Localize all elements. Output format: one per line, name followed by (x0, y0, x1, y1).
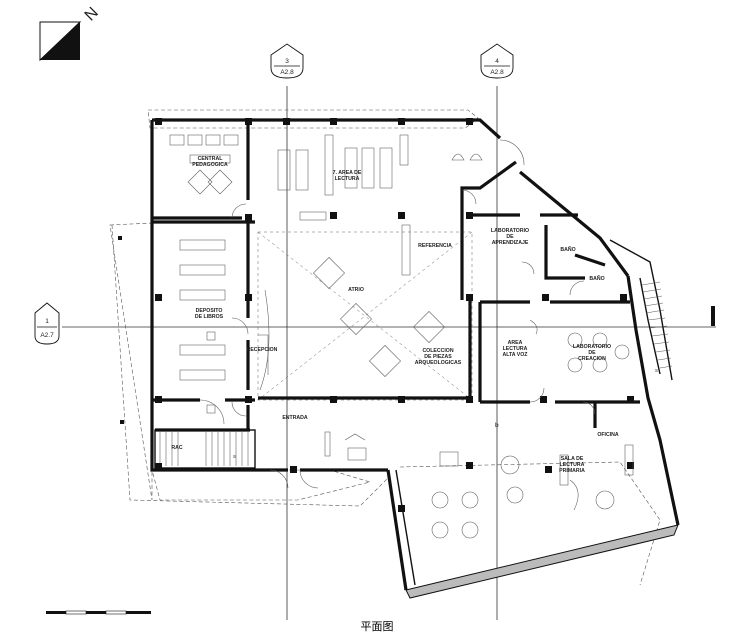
axis-3-sheet: A2.8 (280, 69, 294, 76)
room-label-line: PRIMARIA (559, 468, 585, 474)
exterior-walls (150, 118, 680, 526)
stair-left (154, 429, 256, 469)
room-label-referencia: REFERENCIA (418, 243, 452, 249)
room-label-oficina: OFICINA (597, 432, 619, 438)
room-label-atrio: ATRIO (348, 287, 364, 293)
axis-3-number: 3 (285, 58, 289, 65)
entrance-ramp (386, 469, 679, 599)
doors (199, 139, 596, 489)
room-label-bano-2: BAÑO (589, 275, 604, 282)
stair-right (609, 239, 673, 381)
room-label-line: PEDAGOGICA (192, 162, 228, 168)
roof-outline (109, 109, 661, 586)
grid-bubble-3: 3 A2.8 (270, 43, 304, 79)
axis-1-number: 1 (45, 318, 49, 325)
room-label-bano-1: BAÑO (560, 246, 575, 253)
note-b-mark: b (495, 422, 499, 429)
room-label-line: CREACION (578, 356, 606, 362)
north-label: N (82, 4, 102, 24)
furniture-deposito (179, 239, 226, 414)
room-label-line: LECTURA (560, 462, 585, 468)
note-s-mark-1: S (233, 454, 236, 459)
furniture-sala-primaria (324, 431, 634, 539)
grid-bubble-1: 1 A2.7 (34, 302, 60, 345)
room-label-line: APRENDIZAJE (492, 240, 529, 246)
furniture-lab-creacion (529, 319, 630, 373)
room-label-rac: RAC (171, 445, 182, 451)
room-label-line: ARQUEOLOGICAS (415, 360, 462, 366)
axis-1-sheet: A2.7 (40, 332, 54, 339)
note-s-mark-2: S (655, 368, 658, 373)
room-label-line: DE (588, 350, 596, 356)
axis-4-sheet: A2.8 (490, 69, 504, 76)
room-label-line: ALTA VOZ (503, 352, 529, 358)
room-label-line: LECTURA (503, 346, 528, 352)
room-label-entrada: ENTRADA (282, 415, 308, 421)
room-label-line: DE PIEZAS (424, 354, 452, 360)
furniture-reading-area (277, 134, 483, 221)
scale-bar (46, 610, 151, 615)
room-label-line: DE LIBROS (195, 314, 224, 320)
room-label-line: DE (506, 234, 514, 240)
grid-bubble-4: 4 A2.8 (480, 43, 514, 79)
columns (118, 118, 634, 512)
room-label-line: LECTURA (335, 176, 360, 182)
furniture-atrio (258, 224, 445, 391)
room-label-recepcion: RECEPCION (247, 347, 278, 353)
axis-4-number: 4 (495, 58, 499, 65)
north-arrow-icon: N (39, 4, 102, 62)
furniture-central-pedagogica (169, 134, 239, 195)
drawing-caption: 平面图 (361, 620, 394, 633)
interior-walls (152, 125, 640, 432)
